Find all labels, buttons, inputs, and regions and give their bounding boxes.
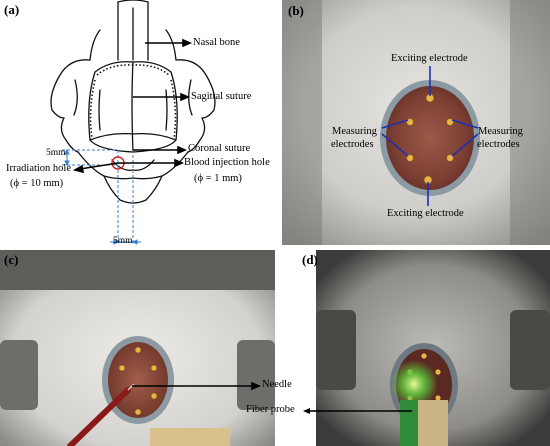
label-sagittal-suture: Sagittal suture xyxy=(191,91,252,102)
label-measuring-left-2: electrodes xyxy=(331,139,374,150)
label-fiber-probe: Fiber probe xyxy=(246,404,295,415)
fiber-probe-arrow xyxy=(303,408,320,414)
label-dim-vertical: 5mm xyxy=(46,148,66,158)
label-blood-injection-hole: Blood injection hole xyxy=(184,157,270,168)
panel-a-label: (a) xyxy=(4,2,20,17)
label-needle: Needle xyxy=(262,379,292,390)
photo-c xyxy=(0,250,275,446)
label-blood-injection-size: (ϕ = 1 mm) xyxy=(194,173,242,184)
label-coronal-suture: Coronal suture xyxy=(188,143,251,154)
label-irradiation-size: (ϕ = 10 mm) xyxy=(10,178,64,189)
panel-d-label: (d) xyxy=(302,252,318,267)
label-dim-horizontal: 5mm xyxy=(113,236,133,246)
label-exciting-electrode-top: Exciting electrode xyxy=(391,53,468,64)
label-exciting-electrode-bottom: Exciting electrode xyxy=(387,208,464,219)
label-measuring-right-2: electrodes xyxy=(477,139,520,150)
skull-diagram xyxy=(50,0,216,245)
label-irradiation-hole: Irradiation hole xyxy=(6,163,72,174)
label-measuring-left-1: Measuring xyxy=(332,126,377,137)
label-nasal-bone: Nasal bone xyxy=(193,37,240,48)
panel-c-label: (c) xyxy=(4,252,19,267)
panel-b-label: (b) xyxy=(288,3,304,18)
photo-b xyxy=(282,0,550,245)
photo-d xyxy=(316,250,550,446)
label-measuring-right-1: Measuring xyxy=(478,126,523,137)
